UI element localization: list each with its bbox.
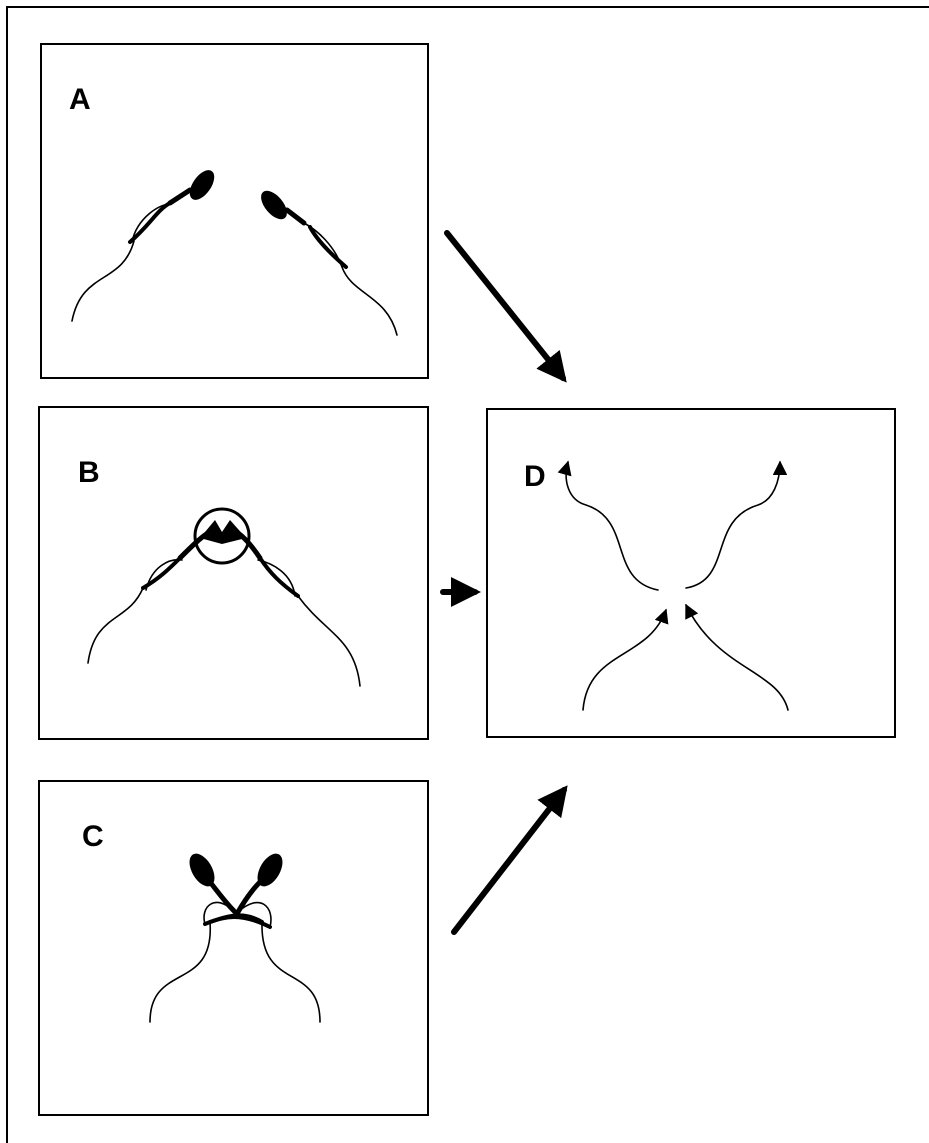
panel-a: A — [40, 43, 429, 379]
panel-b-label: B — [78, 456, 100, 489]
figure-frame — [6, 6, 929, 1143]
arrow-c-to-d — [451, 785, 568, 935]
two-separate-sperm-cells-icon — [71, 170, 398, 336]
sperm-heads-joined-in-circle-icon — [87, 507, 361, 687]
arrow-a-to-d — [444, 230, 567, 383]
panel-d: D — [486, 408, 896, 738]
panel-c: C — [38, 780, 429, 1116]
panel-b: B — [38, 406, 429, 740]
crossing-swim-trajectories-icon — [557, 460, 789, 711]
panel-d-label: D — [524, 460, 546, 493]
panel-a-label: A — [69, 83, 91, 116]
panel-c-label: C — [82, 820, 104, 853]
sperm-cells-crossed-flagella-icon — [149, 853, 321, 1023]
